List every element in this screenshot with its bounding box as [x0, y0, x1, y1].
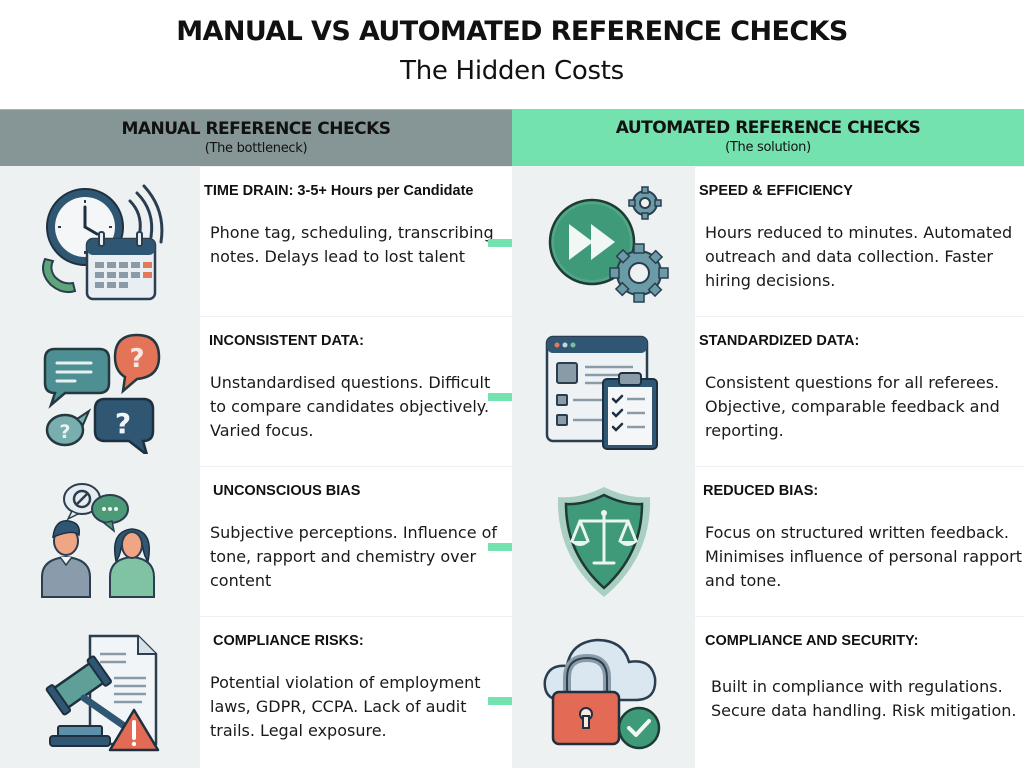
manual-heading: COMPLIANCE RISKS: — [213, 633, 364, 649]
manual-icon-panel: ? ? ? — [0, 316, 200, 466]
automated-description: Built in compliance with regulations. Se… — [711, 677, 1017, 720]
automated-icon-panel — [512, 616, 695, 768]
automated-text-panel: STANDARDIZED DATA: Consistent questions … — [695, 316, 1024, 466]
form-checklist-clipboard-icon — [545, 335, 658, 450]
manual-description: Unstandardised questions. Difficult to c… — [210, 373, 491, 440]
manual-icon-panel — [0, 616, 200, 768]
page-title: MANUAL VS AUTOMATED REFERENCE CHECKS — [176, 16, 848, 47]
svg-text:?: ? — [129, 344, 144, 374]
manual-column-subtitle: (The bottleneck) — [204, 141, 308, 156]
comparison-row-bias: UNCONSCIOUS BIAS Subjective perceptions.… — [0, 466, 1024, 616]
manual-description: Potential violation of employment laws, … — [210, 673, 481, 740]
automated-column-subtitle: (The solution) — [725, 140, 811, 155]
manual-text-panel: INCONSISTENT DATA: Unstandardised questi… — [200, 316, 512, 466]
manual-description: Subjective perceptions. Influence of ton… — [210, 523, 498, 590]
fast-forward-gears-icon — [548, 185, 669, 303]
cloud-lock-check-icon — [543, 638, 660, 749]
manual-icon-panel — [0, 166, 200, 316]
manual-column-title: MANUAL REFERENCE CHECKS — [121, 119, 391, 139]
automated-icon-panel — [512, 466, 695, 616]
page-subtitle: The Hidden Costs — [400, 56, 624, 86]
automated-description: Focus on structured written feedback. Mi… — [705, 523, 1023, 590]
svg-text:?: ? — [115, 407, 131, 440]
comparison-row-compliance: COMPLIANCE RISKS: Potential violation of… — [0, 616, 1024, 768]
gavel-document-warning-icon — [45, 634, 160, 751]
question-speech-bubbles-icon: ? ? ? — [43, 333, 161, 454]
automated-text-panel: REDUCED BIAS: Focus on structured writte… — [695, 466, 1024, 616]
manual-text-panel: UNCONSCIOUS BIAS Subjective perceptions.… — [200, 466, 512, 616]
manual-column-header: MANUAL REFERENCE CHECKS (The bottleneck) — [0, 109, 512, 166]
automated-column-title: AUTOMATED REFERENCE CHECKS — [615, 118, 921, 138]
manual-heading: UNCONSCIOUS BIAS — [213, 483, 361, 499]
manual-icon-panel — [0, 466, 200, 616]
manual-description: Phone tag, scheduling, transcribing note… — [210, 223, 494, 266]
manual-text-panel: TIME DRAIN: 3-5+ Hours per Candidate Pho… — [200, 166, 512, 316]
comparison-row-time: TIME DRAIN: 3-5+ Hours per Candidate Pho… — [0, 166, 1024, 316]
automated-description: Consistent questions for all referees. O… — [705, 373, 1000, 440]
automated-column-header: AUTOMATED REFERENCE CHECKS (The solution… — [512, 109, 1024, 166]
automated-heading: COMPLIANCE AND SECURITY: — [705, 633, 919, 649]
comparison-row-data: ? ? ? INCONSISTENT DATA: Unstandardised … — [0, 316, 1024, 466]
automated-heading: STANDARDIZED DATA: — [699, 333, 860, 349]
automated-description: Hours reduced to minutes. Automated outr… — [705, 223, 1013, 290]
automated-heading: SPEED & EFFICIENCY — [699, 183, 853, 199]
clock-calendar-phone-icon — [42, 184, 164, 300]
automated-text-panel: COMPLIANCE AND SECURITY: Built in compli… — [695, 616, 1024, 768]
automated-heading: REDUCED BIAS: — [703, 483, 819, 499]
automated-icon-panel — [512, 166, 695, 316]
svg-text:?: ? — [59, 421, 70, 443]
automated-icon-panel — [512, 316, 695, 466]
two-people-conversation-icon — [41, 482, 155, 598]
manual-text-panel: COMPLIANCE RISKS: Potential violation of… — [200, 616, 512, 768]
automated-text-panel: SPEED & EFFICIENCY Hours reduced to minu… — [695, 166, 1024, 316]
manual-heading: TIME DRAIN: 3-5+ Hours per Candidate — [204, 183, 474, 199]
manual-heading: INCONSISTENT DATA: — [209, 333, 364, 349]
shield-scales-icon — [557, 486, 650, 597]
